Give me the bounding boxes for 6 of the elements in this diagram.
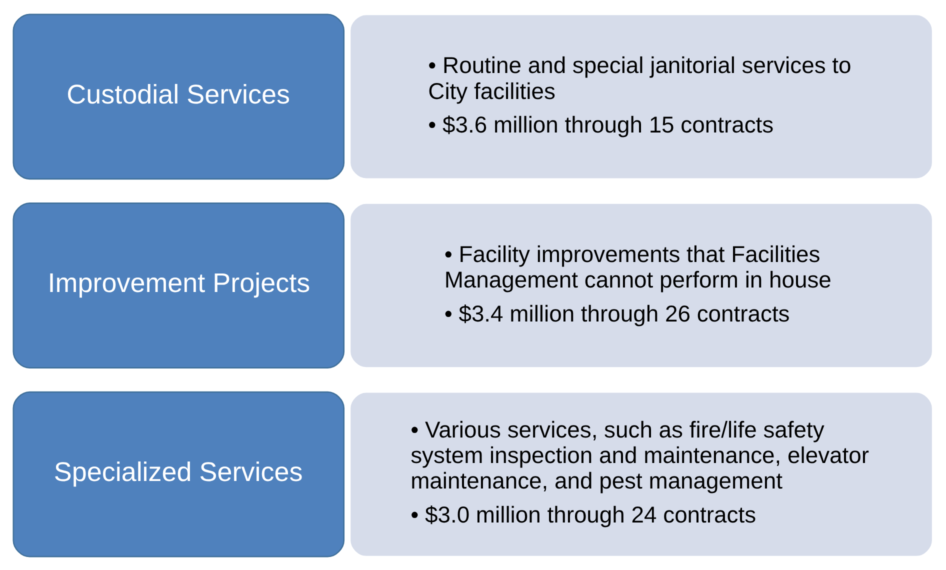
node-box: • Facility improvements that Facilities Management cannot perform in house • $3.4 million through 26 contracts [349,202,934,368]
node-box: Specialized Services [12,390,345,557]
node-box: • Various services, such as fire/life safety system inspection and maintenance, elevator maintenance, and pest management • $3.0 million through 24 contracts [349,390,934,557]
node-box: Custodial Services [12,13,345,180]
node-box: • Routine and special janitorial services to City facilities • $3.6 million through 15 contracts [349,13,934,180]
node-box: Improvement Projects [12,202,345,368]
